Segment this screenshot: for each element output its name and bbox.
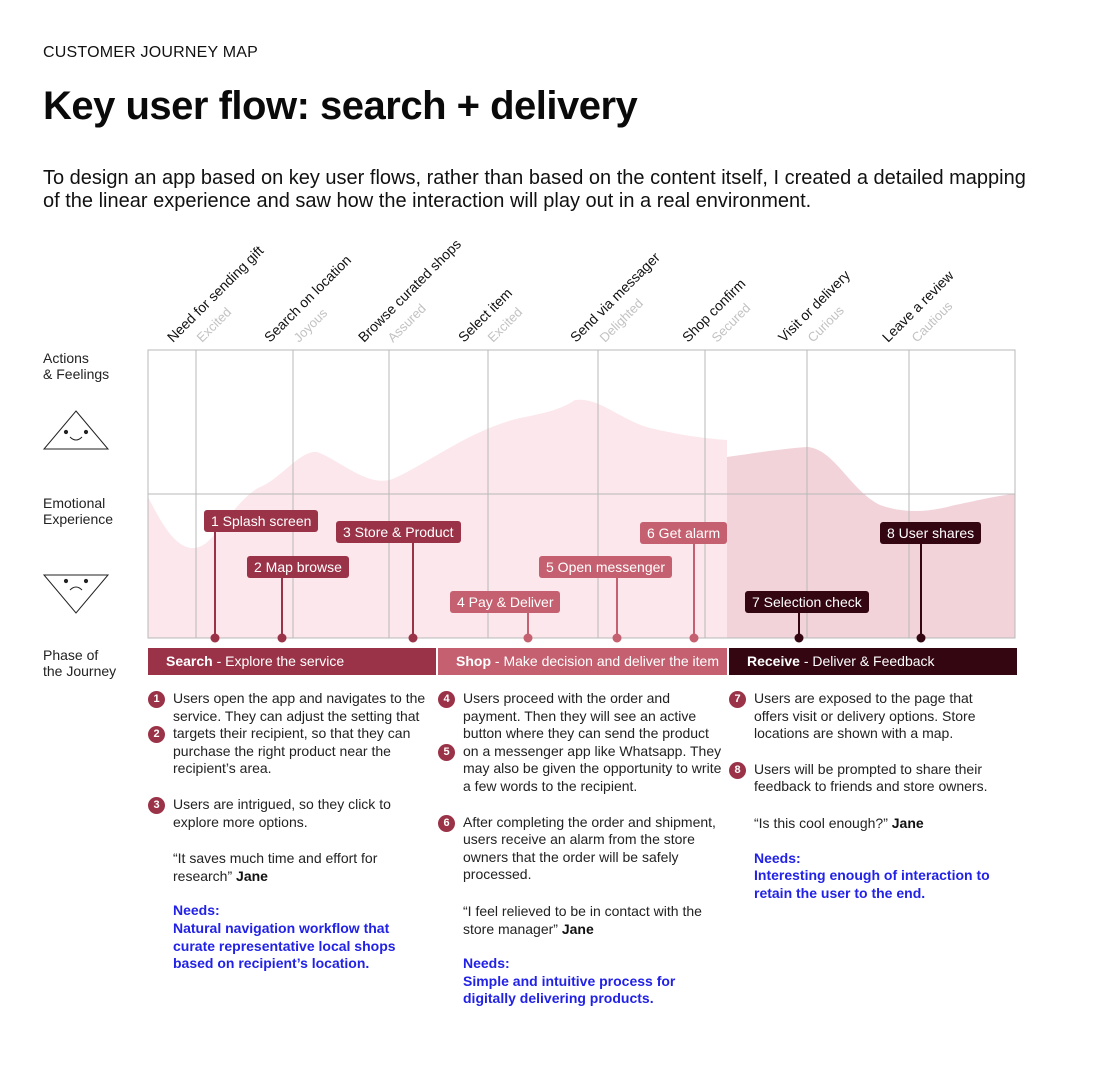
step-number: 7 (729, 691, 746, 708)
row-label-actions: Actions & Feelings (43, 350, 110, 382)
row-label-emotional: Emotional Experience (43, 495, 114, 527)
eyebrow-label: CUSTOMER JOURNEY MAP (43, 44, 258, 61)
needs-text: Interesting enough of interaction to ret… (754, 867, 990, 901)
touchpoint-marker: 4 Pay & Deliver (450, 591, 561, 613)
touchpoint-marker: 6 Get alarm (640, 522, 728, 544)
quote-author: Jane (561, 920, 594, 937)
step-item: 8 Users will be prompted to share their … (729, 761, 999, 796)
step-text: Users are exposed to the page that offer… (754, 690, 976, 742)
column-shop: 4 Users proceed with the order and payme… (438, 690, 723, 1008)
touchpoint-marker: 2 Map browse (247, 556, 349, 578)
emotion-area-receive (727, 447, 1015, 638)
phase-shop-name: Shop (456, 653, 491, 669)
row-label-phase: Phase of the Journey (43, 647, 117, 679)
phase-search-desc: - Explore the service (212, 653, 345, 669)
phase-shop-desc: - Make decision and deliver the item (491, 653, 719, 669)
marker-dot (210, 633, 220, 643)
step-item: 7 Users are exposed to the page that off… (729, 690, 999, 743)
step-number: 8 (729, 761, 746, 779)
marker-dot (794, 633, 804, 643)
sad-face-icon (42, 574, 110, 614)
needs-text: Natural navigation workflow that curate … (173, 919, 396, 972)
step-text: After completing the order and shipment,… (463, 813, 716, 883)
user-quote: “It saves much time and effort for resea… (148, 850, 433, 885)
step-item: 6 After completing the order and shipmen… (438, 814, 723, 884)
phase-receive-desc: - Deliver & Feedback (799, 653, 935, 669)
step-number: 1 (148, 691, 165, 708)
column-search: 1 Users open the app and navigates to th… (148, 690, 433, 973)
marker-dot (523, 633, 533, 643)
step-text: Users are intrigued, so they click to ex… (173, 795, 391, 830)
marker-dot (689, 633, 699, 643)
column-receive: 7 Users are exposed to the page that off… (729, 690, 999, 902)
step-text: targets their recipient, so that they ca… (173, 725, 411, 777)
step-text: Users proceed with the order and payment… (463, 690, 709, 742)
quote-text: “I feel relieved to be in contact with t… (463, 902, 702, 937)
step-item: 2 targets their recipient, so that they … (148, 725, 433, 778)
phase-search: Search - Explore the service (148, 648, 436, 675)
step-number: 6 (438, 814, 455, 832)
marker-dot (916, 633, 926, 643)
touchpoint-marker: 5 Open messenger (539, 556, 673, 578)
marker-dot (612, 633, 622, 643)
touchpoint-marker: 3 Store & Product (336, 521, 461, 543)
user-quote: “I feel relieved to be in contact with t… (438, 903, 723, 938)
needs-text: Simple and intuitive process for digital… (463, 972, 676, 1007)
needs-label: Needs: (173, 902, 220, 919)
page-title: Key user flow: search + delivery (43, 84, 638, 128)
quote-author: Jane (236, 867, 268, 884)
step-text: Users open the app and navigates to the … (173, 690, 426, 724)
step-text: on a messenger app like Whatsapp. They m… (463, 742, 722, 794)
quote-text: “Is this cool enough?” (754, 814, 888, 831)
phase-receive: Receive - Deliver & Feedback (729, 648, 1017, 675)
marker-dot (277, 633, 287, 643)
marker-dot (408, 633, 418, 643)
step-item: 4 Users proceed with the order and payme… (438, 690, 723, 743)
step-text: Users will be prompted to share their fe… (754, 760, 988, 795)
step-number: 5 (438, 743, 455, 761)
touchpoint-marker: 8 User shares (880, 522, 982, 544)
step-item: 5 on a messenger app like Whatsapp. They… (438, 743, 723, 796)
needs-label: Needs: (754, 849, 801, 866)
phase-shop: Shop - Make decision and deliver the ite… (438, 648, 727, 675)
step-number: 2 (148, 726, 165, 744)
quote-text: “It saves much time and effort for resea… (173, 850, 378, 884)
intro-paragraph: To design an app based on key user flows… (43, 167, 1026, 212)
phase-receive-name: Receive (747, 653, 800, 669)
needs-label: Needs: (463, 955, 510, 972)
step-item: 3 Users are intrigued, so they click to … (148, 796, 433, 831)
touchpoint-marker: 7 Selection check (745, 591, 869, 613)
step-number: 4 (438, 691, 455, 708)
step-number: 3 (148, 796, 165, 814)
step-item: 1 Users open the app and navigates to th… (148, 690, 433, 725)
happy-face-icon (42, 410, 110, 450)
user-quote: “Is this cool enough?” Jane (729, 815, 999, 833)
grid (147, 349, 1016, 639)
touchpoint-marker: 1 Splash screen (204, 510, 319, 532)
quote-author: Jane (891, 814, 924, 831)
phase-search-name: Search (166, 653, 213, 669)
